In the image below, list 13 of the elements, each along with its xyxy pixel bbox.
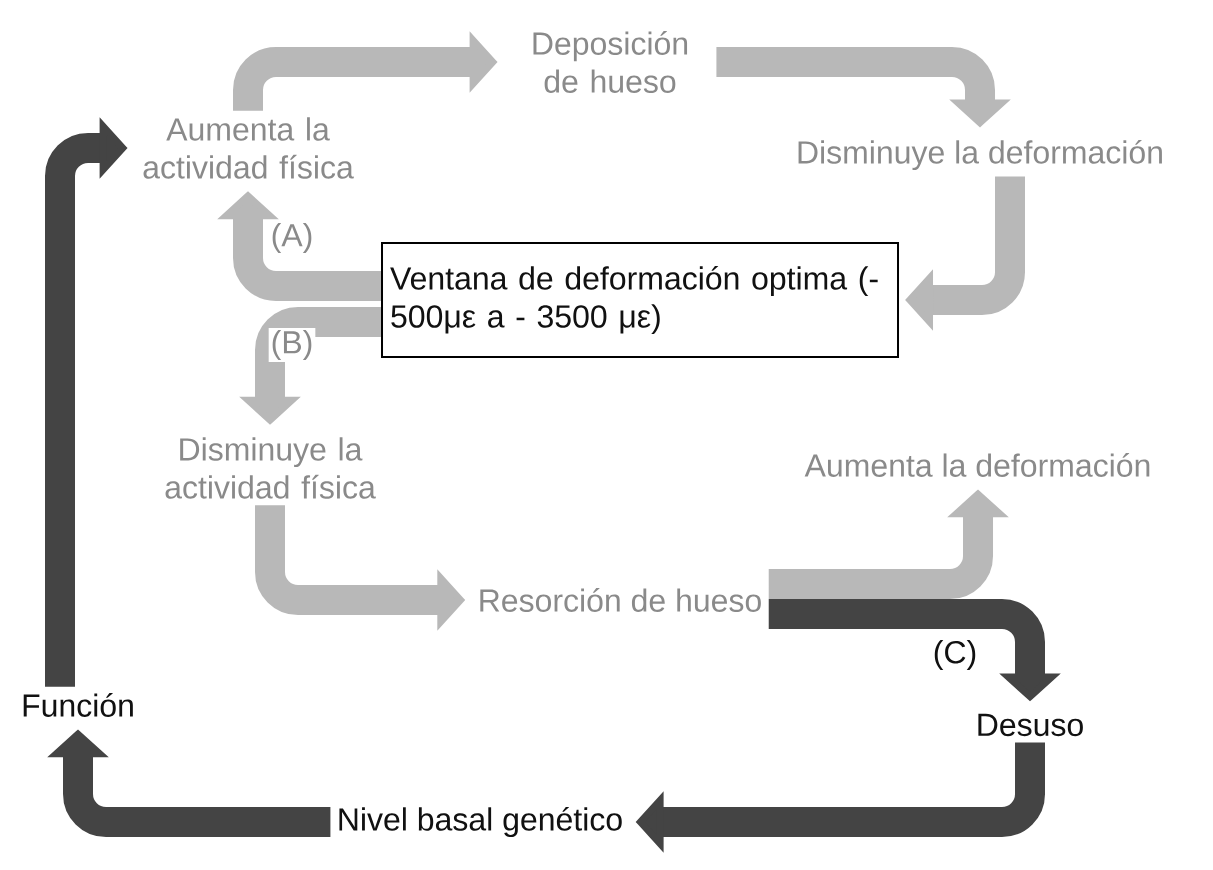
edge-label: (B): [268, 328, 316, 362]
node-label: Nivel basal genético: [339, 806, 622, 838]
node-label: Resorción de hueso: [480, 588, 761, 612]
edge-label: (C): [930, 638, 980, 672]
node-label: Aumenta la actividad física: [143, 117, 354, 179]
node-label: Disminuye la actividad física: [165, 437, 376, 499]
node-label: Aumenta la deformación: [804, 453, 1150, 477]
node-label: Desuso: [978, 713, 1083, 737]
node-label: Disminuye la deformación: [798, 139, 1162, 171]
node-label: Función: [23, 693, 133, 717]
text-box: Ventana de deformación optima (- 500με a - 3500 με): [381, 242, 899, 358]
node-label: Deposición de hueso: [533, 31, 688, 93]
edge-label: (A): [268, 221, 316, 255]
